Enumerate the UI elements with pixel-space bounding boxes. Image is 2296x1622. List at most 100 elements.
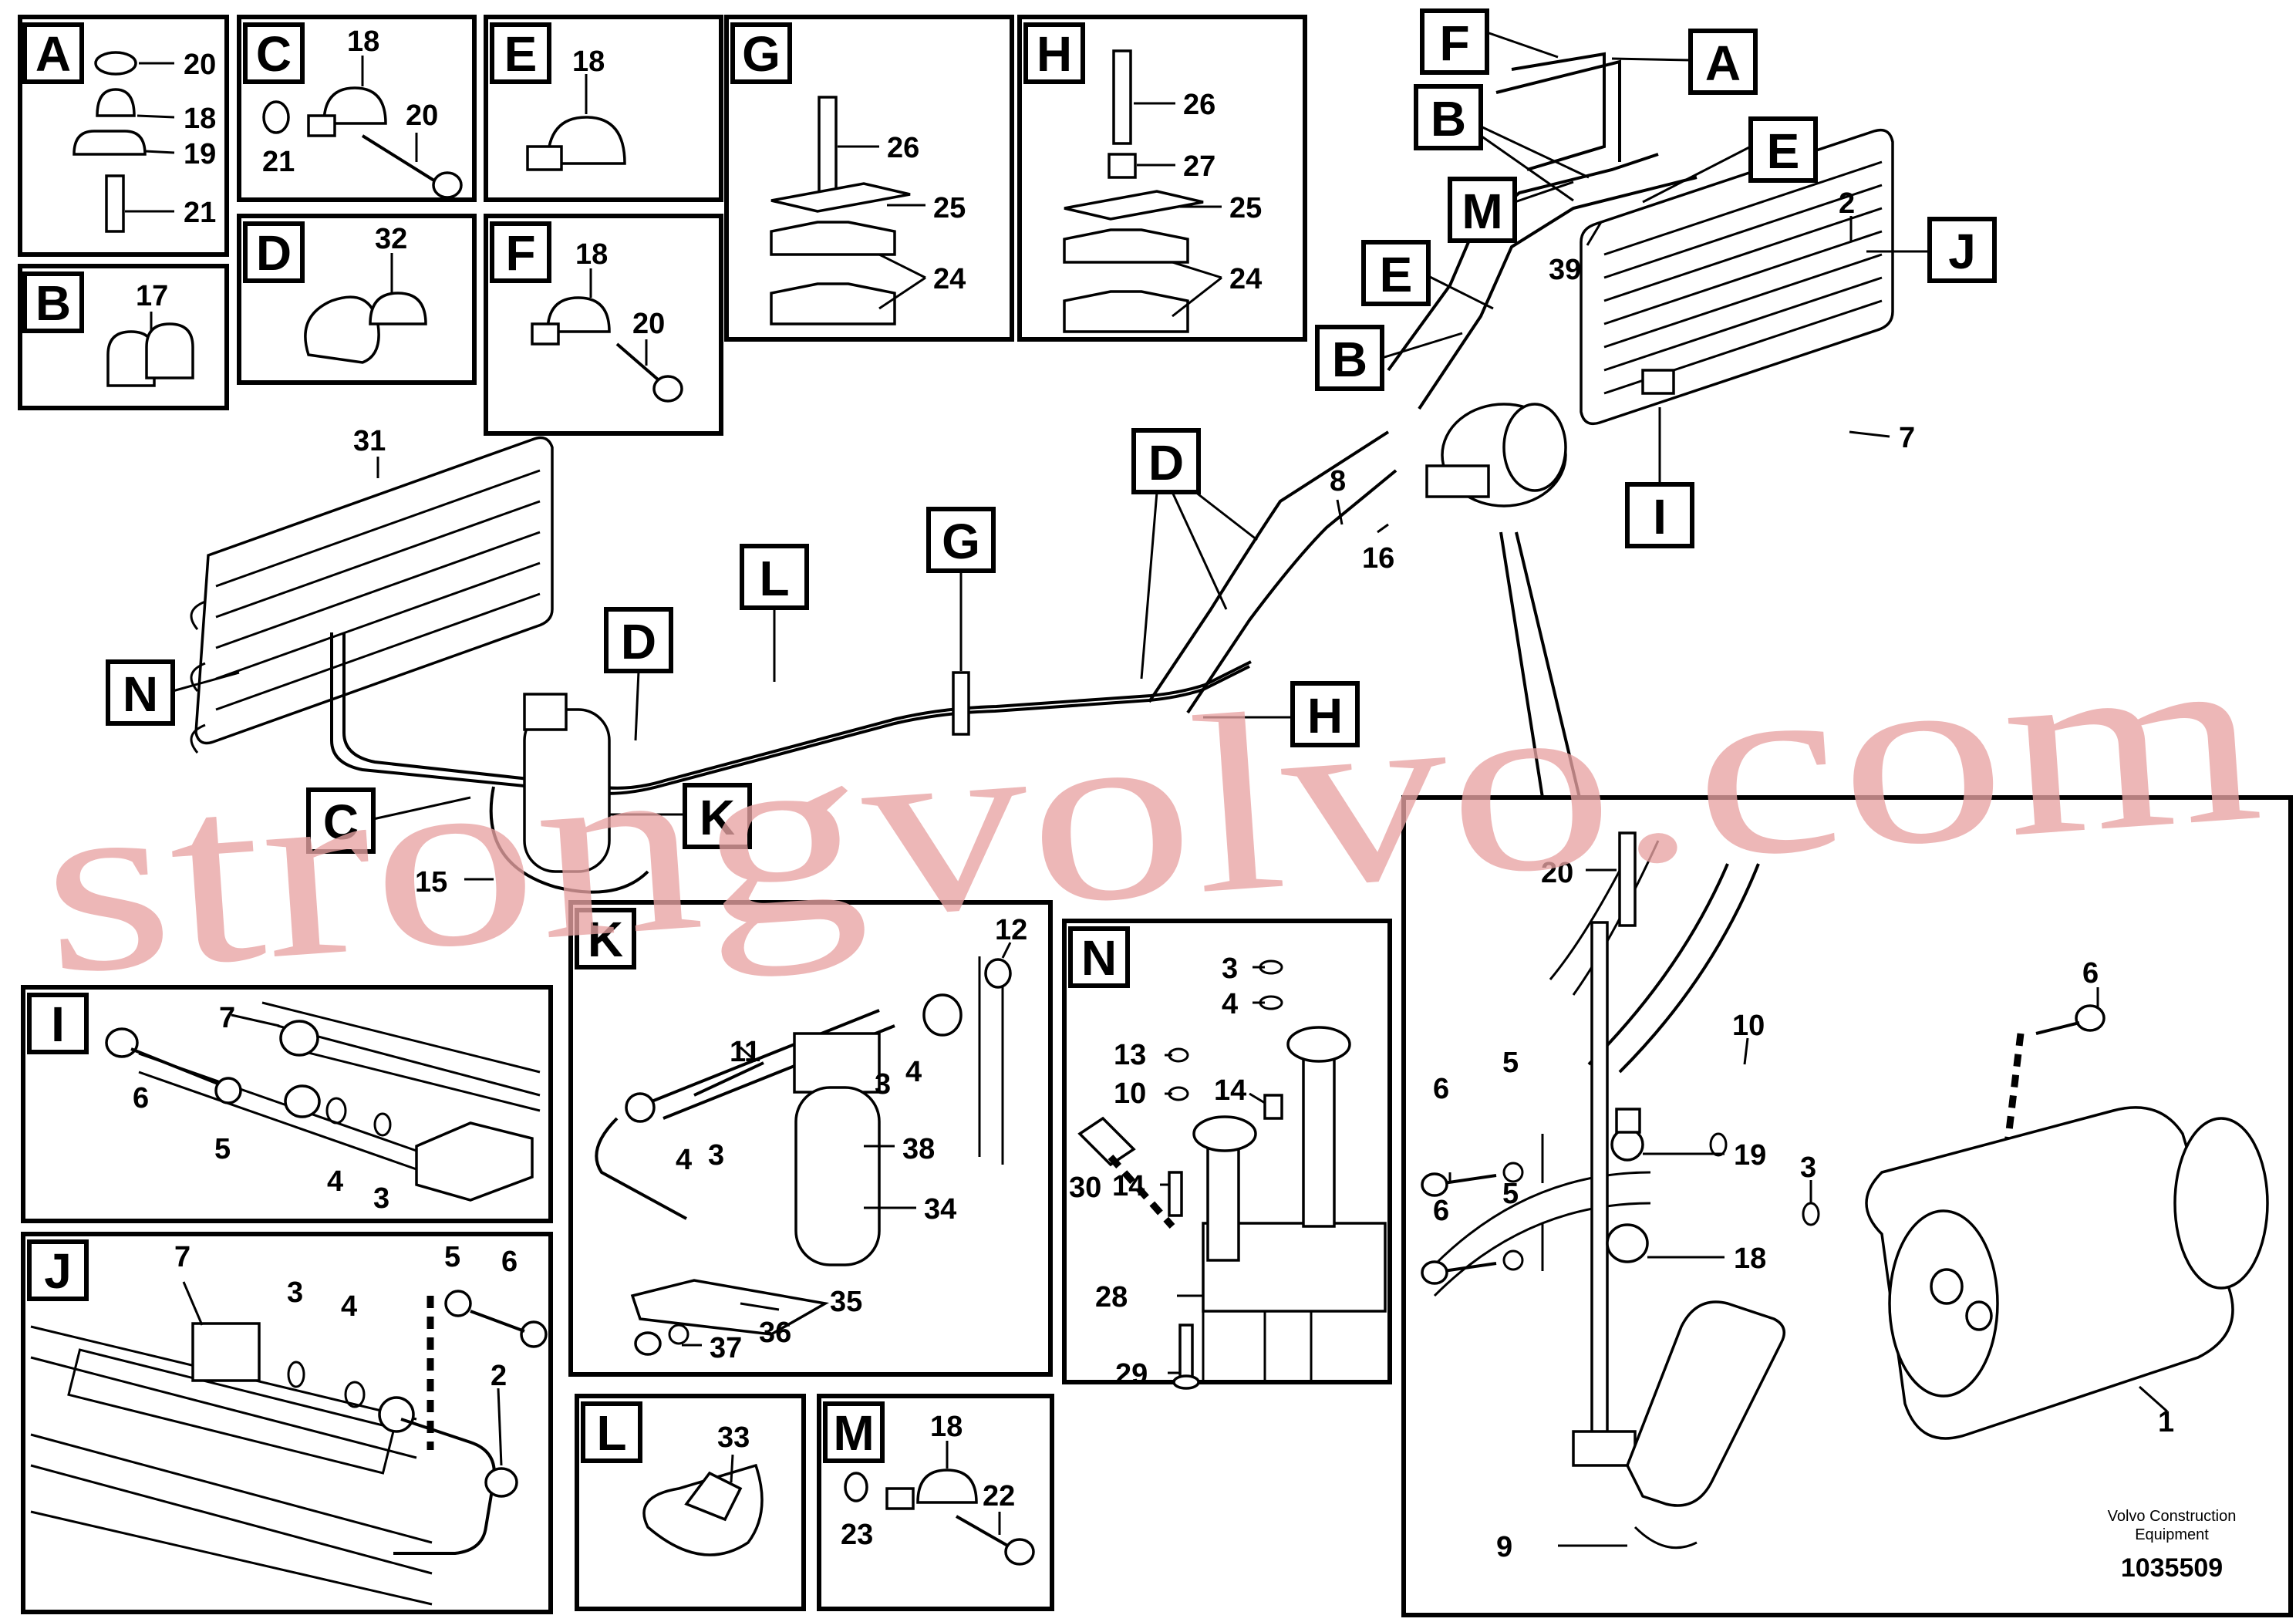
pipe-fitting-shape	[625, 1092, 656, 1123]
callout-f-main: F	[1420, 8, 1559, 75]
clamp-shape	[916, 1469, 978, 1504]
svg-text:I: I	[1653, 489, 1667, 545]
detail-panel-n: N 3 4 13 10 14 14 30 28 29	[1062, 919, 1392, 1391]
refrigerant-pipe	[1186, 469, 1397, 714]
clamp-half-shape	[1063, 290, 1189, 333]
receiver-drier	[489, 693, 649, 894]
part-number-label: 4	[341, 1290, 357, 1323]
part-number-label: 3	[708, 1139, 724, 1172]
callout-label-l: L	[596, 1405, 626, 1461]
bolt-shape	[1590, 921, 1609, 1464]
part-number-label: 19	[1734, 1139, 1766, 1172]
pipe-end-shape	[279, 1020, 319, 1057]
credit-line-2: Equipment	[2135, 1526, 2209, 1543]
part-number-label: 7	[174, 1241, 190, 1273]
callout-d-main-left: D	[604, 607, 673, 741]
clamp-tab	[885, 1487, 915, 1510]
bracket-foot-shape	[1572, 1430, 1637, 1467]
bolt-head-shape	[2075, 1004, 2106, 1032]
svg-text:F: F	[1439, 15, 1469, 71]
part-number-label: 22	[983, 1480, 1015, 1512]
callout-label-g: G	[742, 26, 781, 82]
part-number-label: 20	[1541, 857, 1573, 889]
nut-shape	[844, 1472, 868, 1502]
callout-label-j: J	[44, 1243, 72, 1299]
part-number-label: 24	[933, 263, 966, 295]
svg-text:C: C	[323, 794, 359, 850]
refrigerant-pipe	[1418, 176, 1698, 410]
detail-panel-b: B 17	[18, 264, 229, 410]
part-number-label: 24	[1229, 263, 1262, 295]
compressor-detail-panel: 20 6 5 6 5 19 18 10 6 3 1 9 Volvo Constr…	[1401, 795, 2293, 1617]
callout-label-d: D	[256, 225, 292, 281]
part-number-label: 19	[184, 138, 216, 170]
part-number-label: 6	[133, 1082, 149, 1114]
detail-panel-a: A 20 18 19 21	[18, 15, 229, 257]
part-number-label: 3	[875, 1068, 891, 1101]
part-number-label: 3	[1222, 953, 1238, 985]
part-number-label: 8	[1330, 465, 1346, 497]
pipe-fitting-shape	[284, 1084, 321, 1118]
part-number-label: 32	[375, 223, 407, 255]
svg-text:H: H	[1307, 688, 1343, 744]
part-number-label: 6	[2082, 957, 2099, 990]
plate-shape	[1064, 190, 1204, 221]
part-number-label: 20	[406, 99, 438, 132]
part-number-label: 5	[1502, 1178, 1519, 1210]
refrigerant-pipe	[342, 632, 1252, 790]
condenser	[1580, 128, 1894, 426]
evaporator-coil	[190, 436, 554, 754]
part-number-label: 31	[353, 425, 386, 457]
nut-shape	[634, 1331, 662, 1356]
part-number-label: 25	[1229, 192, 1262, 224]
detail-panel-l: L 33	[575, 1394, 806, 1611]
svg-text:B: B	[1431, 91, 1466, 147]
part-number-label: 25	[933, 192, 966, 224]
part-number-label: 11	[730, 1036, 760, 1068]
part-number-label: 14	[1112, 1170, 1145, 1202]
part-number-label: 2	[491, 1360, 507, 1392]
compressor-port-shape	[1965, 1300, 1993, 1331]
clamp-shape	[546, 116, 626, 165]
callout-label-i: I	[51, 996, 65, 1052]
part-number-label: 21	[262, 146, 295, 178]
part-number-label: 34	[924, 1193, 956, 1226]
callout-j-main: J	[1866, 217, 1997, 283]
bolt-head-shape	[1004, 1538, 1035, 1566]
fitting-shape	[484, 1467, 518, 1498]
detail-panel-d: D 32	[237, 214, 477, 385]
plate-shape	[770, 182, 911, 213]
part-number-label: 26	[887, 132, 919, 164]
callout-g-main: G	[926, 507, 996, 671]
detail-panel-f: F 18 20	[484, 214, 723, 436]
callout-h-main: H	[1203, 681, 1360, 747]
bolt-shape	[1178, 1324, 1194, 1381]
detail-panel-m: M 18 22 23	[817, 1394, 1054, 1611]
svg-text:J: J	[1948, 224, 1976, 279]
compressor-bracket-shape	[1626, 1300, 1786, 1507]
part-number-label: 7	[1899, 422, 1915, 454]
callout-label-e: E	[504, 26, 538, 82]
refrigerant-pipe	[1148, 430, 1390, 703]
bolt-shape	[1263, 1094, 1283, 1120]
callout-d-main-right: D	[1131, 428, 1258, 679]
part-number-label: 18	[184, 103, 216, 135]
part-number-label: 13	[1114, 1039, 1146, 1071]
clamp-shape	[546, 296, 611, 333]
clamp-shape	[72, 130, 147, 156]
nut-shape	[94, 51, 137, 76]
part-number-label: 38	[902, 1133, 935, 1165]
callout-label-f: F	[505, 225, 535, 281]
condenser-port-shape	[191, 1322, 261, 1382]
clamp-tab	[307, 114, 336, 137]
callout-k-main: K	[609, 783, 752, 849]
detail-panel-c: C 18 20 21	[237, 15, 477, 202]
callout-label-n: N	[1081, 930, 1117, 986]
clip-shape	[1077, 1116, 1136, 1167]
bolt-head-shape	[652, 375, 683, 403]
part-number-label: 9	[1496, 1531, 1512, 1563]
detail-panel-i: I 7 6 5 4 3	[21, 985, 553, 1223]
part-number-label: 5	[444, 1241, 460, 1273]
washer-shape	[444, 1290, 472, 1317]
